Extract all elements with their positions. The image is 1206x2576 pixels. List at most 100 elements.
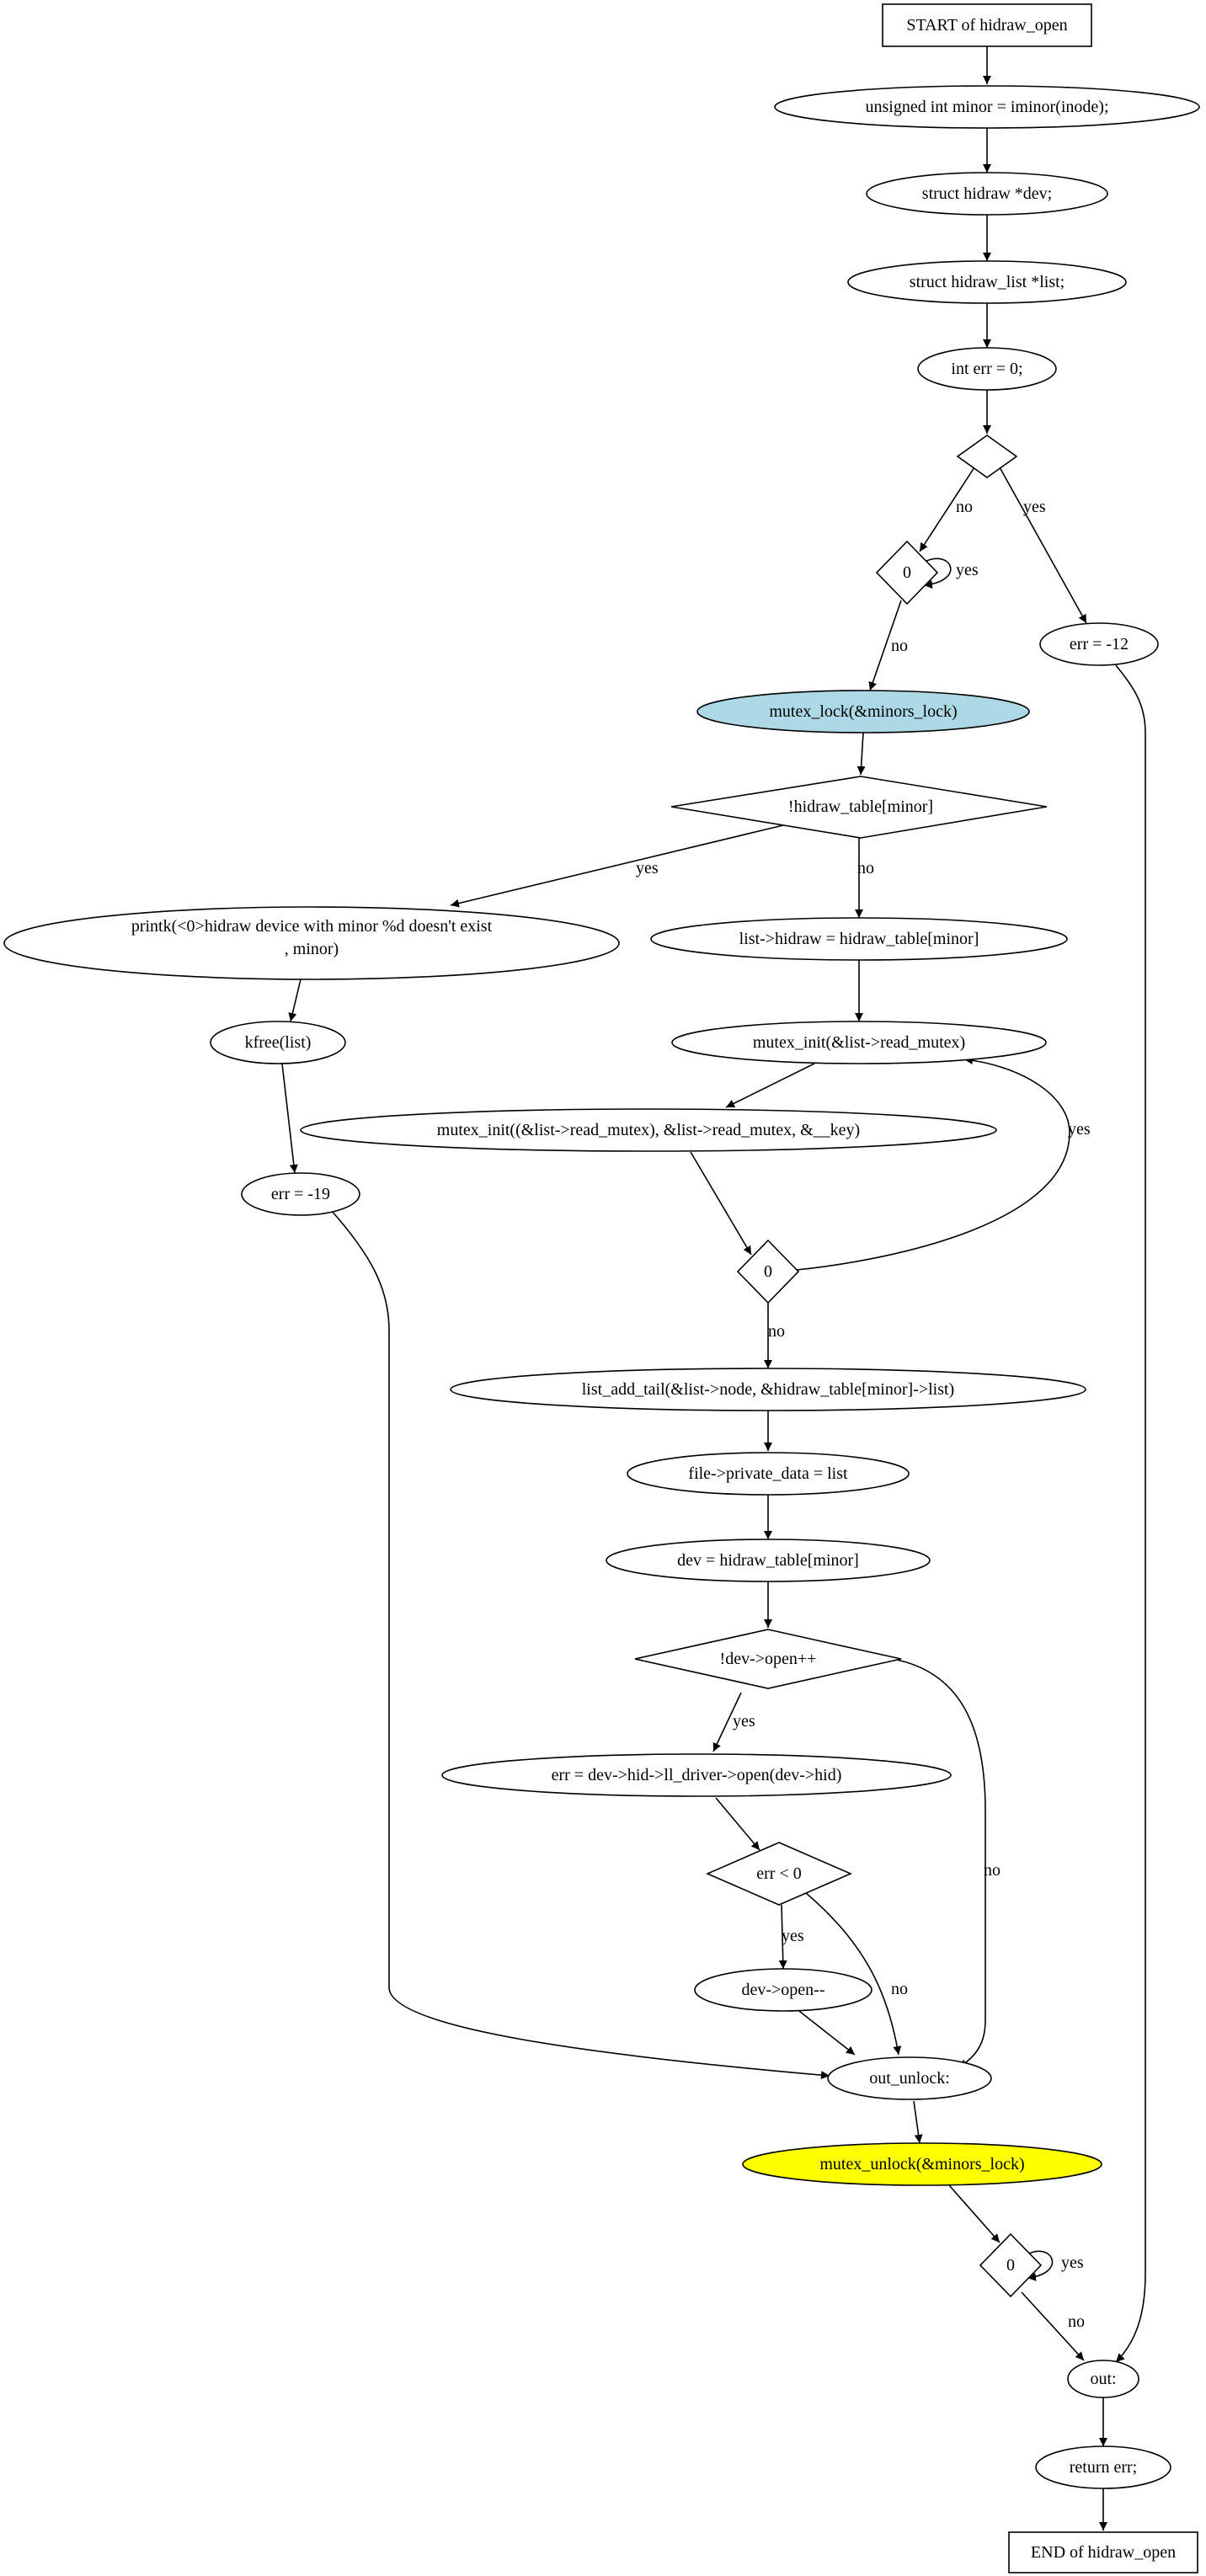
node-mutex-unlock-label: mutex_unlock(&minors_lock) (819, 2155, 1024, 2173)
label-zero3-no: no (1068, 2312, 1085, 2331)
node-zero2-label: 0 (764, 1262, 772, 1281)
node-start-label: START of hidraw_open (906, 16, 1067, 35)
node-zero2: 0 (736, 1239, 800, 1304)
node-minor-label: unsigned int minor = iminor(inode); (865, 98, 1108, 116)
edge-mutexlock-check (856, 732, 866, 776)
label-check-no: no (857, 859, 874, 877)
node-list-decl-label: struct hidraw_list *list; (910, 273, 1065, 291)
node-dev-assign-label: dev = hidraw_table[minor] (677, 1551, 859, 1570)
node-mutex-init-1: mutex_init(&list->read_mutex) (671, 1021, 1047, 1064)
node-private-data-label: file->private_data = list (688, 1464, 848, 1483)
node-list-hidraw-label: list->hidraw = hidraw_table[minor] (739, 930, 979, 948)
node-hidraw-check-label: !hidraw_table[minor] (788, 797, 933, 816)
node-end-label: END of hidraw_open (1031, 2543, 1176, 2562)
node-printk-label-2: , minor) (285, 940, 339, 958)
node-zero3-label: 0 (1006, 2256, 1015, 2275)
label-cond1-no: no (956, 498, 973, 516)
node-err12: err = -12 (1039, 622, 1159, 666)
node-err19: err = -19 (241, 1172, 360, 1216)
node-out-unlock-label: out_unlock: (869, 2069, 950, 2088)
node-ll-open: err = dev->hid->ll_driver->open(dev->hid… (441, 1753, 952, 1797)
label-cond1-yes: yes (1023, 498, 1046, 516)
node-printk: printk(<0>hidraw device with minor %d do… (3, 906, 620, 980)
label-zero2-no: no (768, 1322, 785, 1341)
edge-err12-out (1115, 664, 1146, 2363)
edge-zero3-out (1021, 2291, 1085, 2361)
edge-zero1-mutexlock (868, 600, 902, 691)
label-zero3-yes: yes (1061, 2253, 1084, 2272)
label-zero1-yes: yes (956, 561, 979, 579)
node-out-label: out: (1090, 2370, 1116, 2388)
edge-errlt-opendec (778, 1904, 787, 1970)
node-dev-open-label: !dev->open++ (720, 1650, 817, 1668)
node-out: out: (1067, 2360, 1139, 2398)
node-hidraw-check: !hidraw_table[minor] (670, 776, 1048, 839)
edge-zero3-self (1025, 2250, 1054, 2281)
edge-printk-kfree (288, 979, 302, 1022)
node-err19-label: err = -19 (271, 1185, 330, 1203)
edge-mutexunlock-zero3 (948, 2184, 1001, 2243)
edge-cond1-zero1 (919, 467, 975, 552)
label-errlt-no: no (891, 1980, 908, 1998)
edge-err19-outunlock (330, 1209, 830, 2080)
edge-errlt-outunlock (805, 1892, 902, 2056)
node-mutex-unlock: mutex_unlock(&minors_lock) (742, 2142, 1102, 2186)
node-printk-label-1: printk(<0>hidraw device with minor %d do… (131, 917, 493, 936)
node-zero1-label: 0 (903, 563, 911, 582)
node-dev-decl: struct hidraw *dev; (866, 172, 1108, 216)
edge-opendec-outunlock (795, 2008, 856, 2056)
node-minor: unsigned int minor = iminor(inode); (774, 85, 1200, 129)
node-private-data: file->private_data = list (627, 1452, 910, 1496)
label-devopen-yes: yes (733, 1712, 755, 1731)
node-list-add-label: list_add_tail(&list->node, &hidraw_table… (582, 1380, 954, 1399)
node-zero1: 0 (875, 540, 939, 605)
label-errlt-yes: yes (782, 1927, 804, 1945)
node-mutex-init-2: mutex_init((&list->read_mutex), &list->r… (300, 1108, 997, 1152)
node-cond1 (956, 435, 1018, 478)
node-out-unlock: out_unlock: (827, 2056, 992, 2100)
edge-mutexinit2-zero2 (690, 1151, 752, 1256)
node-return-err: return err; (1035, 2445, 1171, 2489)
node-err-lt-label: err < 0 (756, 1864, 801, 1883)
node-err-decl-label: int err = 0; (951, 360, 1022, 378)
node-kfree: kfree(list) (210, 1021, 346, 1064)
node-dev-open: !dev->open++ (634, 1629, 902, 1689)
edge-zero2-mutexinit1 (796, 1056, 1070, 1271)
node-kfree-label: kfree(list) (245, 1033, 312, 1052)
label-zero1-no: no (891, 637, 908, 655)
node-dev-decl-label: struct hidraw *dev; (922, 184, 1052, 203)
node-err-lt: err < 0 (705, 1842, 853, 1906)
node-open-dec: dev->open-- (694, 1968, 872, 2012)
label-devopen-no: no (984, 1861, 1001, 1880)
edge-cond1-err12 (999, 467, 1087, 624)
node-mutex-init-1-label: mutex_init(&list->read_mutex) (753, 1033, 965, 1052)
node-ll-open-label: err = dev->hid->ll_driver->open(dev->hid… (552, 1766, 842, 1784)
node-mutex-lock-label: mutex_lock(&minors_lock) (769, 702, 957, 721)
node-end: END of hidraw_open (1008, 2531, 1198, 2573)
edge-devopen-outunlock (892, 1658, 986, 2068)
node-mutex-init-2-label: mutex_init((&list->read_mutex), &list->r… (437, 1121, 860, 1139)
edges (281, 46, 1146, 2531)
label-check-yes: yes (636, 859, 659, 877)
edge-llopen-errlt (715, 1797, 760, 1851)
node-mutex-lock: mutex_lock(&minors_lock) (696, 690, 1030, 733)
nodes: START of hidraw_open unsigned int minor … (3, 3, 1200, 2573)
node-open-dec-label: dev->open-- (741, 1981, 824, 1999)
node-list-decl: struct hidraw_list *list; (847, 260, 1127, 304)
edge-outunlock-mutexunlock (913, 2100, 923, 2144)
node-return-err-label: return err; (1070, 2458, 1138, 2477)
node-dev-assign: dev = hidraw_table[minor] (606, 1539, 931, 1582)
edge-check-printk (450, 824, 784, 908)
edge-zero1-self (922, 557, 952, 589)
label-zero2-yes: yes (1068, 1120, 1091, 1139)
node-start: START of hidraw_open (882, 3, 1092, 47)
edge-mutexinit1-mutexinit2 (725, 1063, 815, 1108)
edge-devopen-llopen (712, 1692, 742, 1752)
edge-kfree-err19 (281, 1063, 298, 1174)
node-list-add: list_add_tail(&list->node, &hidraw_table… (450, 1368, 1086, 1411)
node-err12-label: err = -12 (1070, 635, 1129, 653)
edge-labels: no yes yes no yes no yes no yes no yes n… (636, 498, 1091, 2331)
node-err-decl: int err = 0; (917, 347, 1057, 391)
node-zero3: 0 (979, 2232, 1043, 2298)
